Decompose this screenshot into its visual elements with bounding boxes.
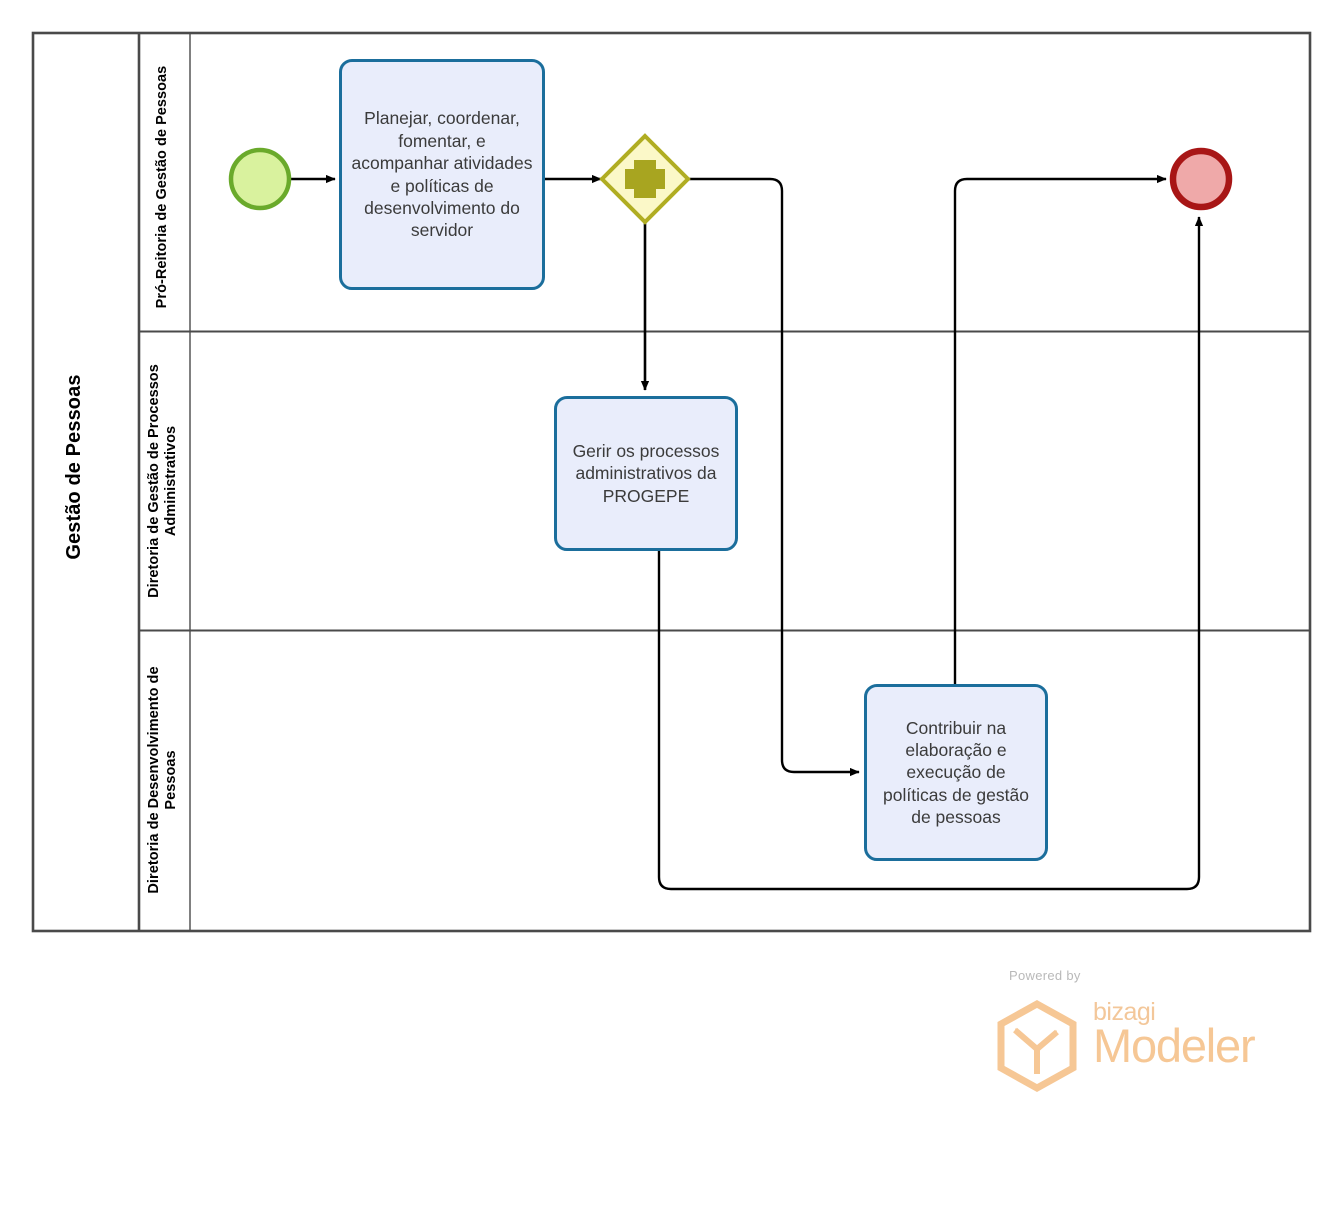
bizagi-brand-text: bizagi xyxy=(1093,998,1156,1026)
powered-by-label: Powered by xyxy=(1009,968,1081,983)
flow-gerir-to-end xyxy=(657,216,1204,891)
pool-frame xyxy=(31,31,1312,933)
bizagi-hexagon-logo xyxy=(997,1000,1077,1092)
flow-contribuir-to-end xyxy=(953,174,1167,684)
end-event[interactable] xyxy=(1169,147,1233,211)
flow-gateway-to-contribuir xyxy=(689,177,860,777)
plus-icon xyxy=(625,160,665,198)
start-event[interactable] xyxy=(228,147,292,211)
parallel-gateway[interactable] xyxy=(599,133,691,225)
task-gerir[interactable]: Gerir os processos administrativos da PR… xyxy=(554,396,738,551)
task-contribuir[interactable]: Contribuir na elaboração e execução de p… xyxy=(864,684,1048,861)
bizagi-watermark: Powered by bizagi Modeler xyxy=(965,968,1265,1092)
modeler-product-text: Modeler xyxy=(1093,1019,1256,1072)
task-planejar[interactable]: Planejar, coordenar, fomentar, e acompan… xyxy=(339,59,545,290)
